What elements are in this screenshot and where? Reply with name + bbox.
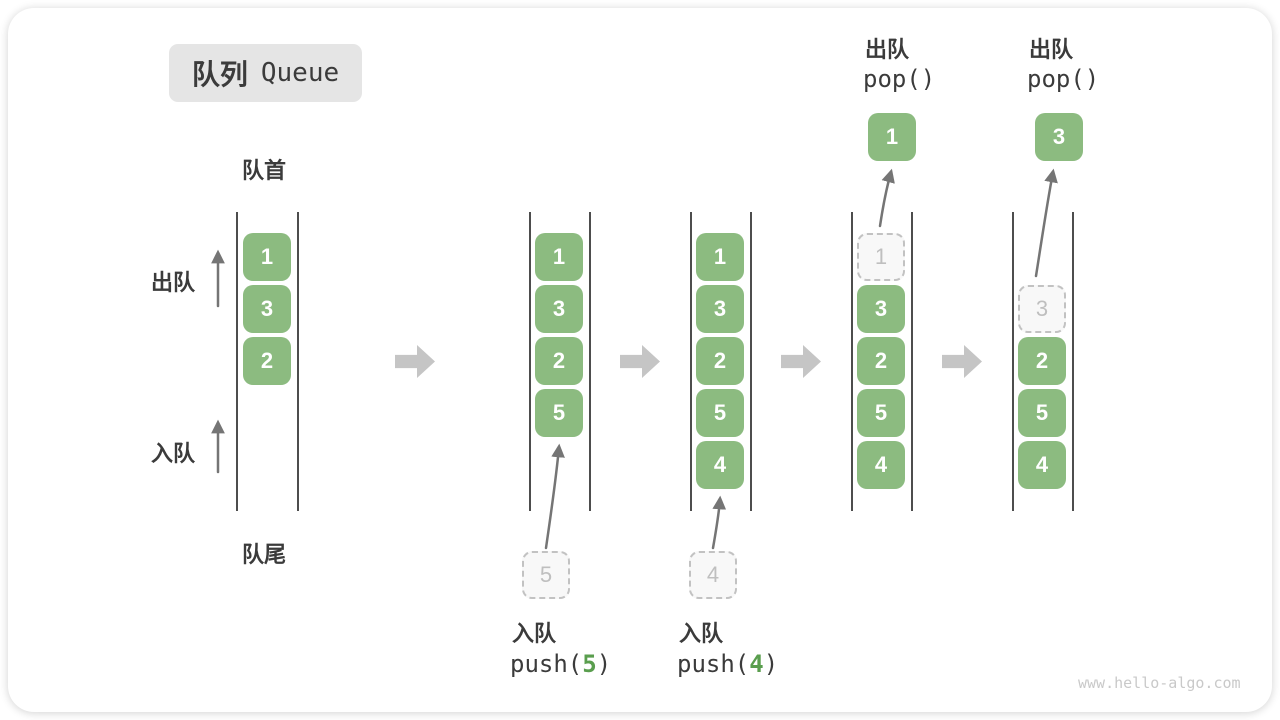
queue-cell: 3 — [243, 285, 291, 333]
title-badge: 队列 Queue — [169, 44, 362, 102]
queue-wall — [297, 212, 299, 511]
push5-label: 入队 — [512, 621, 557, 646]
queue-cell-ghost: 1 — [857, 233, 905, 281]
push5-code-arg: 5 — [582, 650, 597, 678]
queue-cell: 2 — [857, 337, 905, 385]
queue-cell: 2 — [243, 337, 291, 385]
push-value-ghost-box: 4 — [689, 551, 737, 599]
queue-wall — [1012, 212, 1014, 511]
queue-wall — [589, 212, 591, 511]
queue-cell: 2 — [696, 337, 744, 385]
push4-code-arg: 4 — [749, 650, 764, 678]
push5-code-close: ) — [596, 650, 612, 678]
push4-label: 入队 — [679, 621, 724, 646]
watermark: www.hello-algo.com — [1078, 674, 1241, 692]
pop1-code: pop() — [863, 65, 936, 93]
queue-wall — [750, 212, 752, 511]
queue-cell: 2 — [1018, 337, 1066, 385]
queue-cell: 3 — [535, 285, 583, 333]
queue-cell: 1 — [535, 233, 583, 281]
push4-code-close: ) — [763, 650, 779, 678]
label-enqueue: 入队 — [151, 441, 196, 466]
push4-code-open: push( — [677, 650, 750, 678]
queue-cell: 5 — [696, 389, 744, 437]
queue-cell: 1 — [243, 233, 291, 281]
popped-value-box: 3 — [1035, 113, 1083, 161]
queue-wall — [236, 212, 238, 511]
queue-cell: 2 — [535, 337, 583, 385]
title-en: Queue — [260, 58, 340, 88]
queue-cell: 5 — [857, 389, 905, 437]
queue-cell: 1 — [696, 233, 744, 281]
queue-cell: 5 — [535, 389, 583, 437]
push5-code: push(5) — [510, 650, 611, 678]
pop3-label: 出队 — [1029, 37, 1074, 62]
queue-wall — [690, 212, 692, 511]
pop3-code: pop() — [1027, 65, 1100, 93]
queue-wall — [529, 212, 531, 511]
queue-cell: 4 — [857, 441, 905, 489]
queue-wall — [1072, 212, 1074, 511]
queue-wall — [911, 212, 913, 511]
label-dequeue: 出队 — [151, 270, 196, 295]
queue-cell: 3 — [696, 285, 744, 333]
queue-cell-ghost: 3 — [1018, 285, 1066, 333]
queue-cell: 4 — [696, 441, 744, 489]
queue-wall — [851, 212, 853, 511]
label-queue-front: 队首 — [242, 158, 287, 183]
pop1-label: 出队 — [865, 37, 910, 62]
queue-cell: 5 — [1018, 389, 1066, 437]
queue-cell: 4 — [1018, 441, 1066, 489]
push4-code: push(4) — [677, 650, 778, 678]
push5-code-open: push( — [510, 650, 583, 678]
queue-cell: 3 — [857, 285, 905, 333]
push-value-ghost-box: 5 — [522, 551, 570, 599]
label-queue-rear: 队尾 — [242, 542, 287, 567]
title-zh: 队列 — [191, 59, 248, 90]
popped-value-box: 1 — [868, 113, 916, 161]
